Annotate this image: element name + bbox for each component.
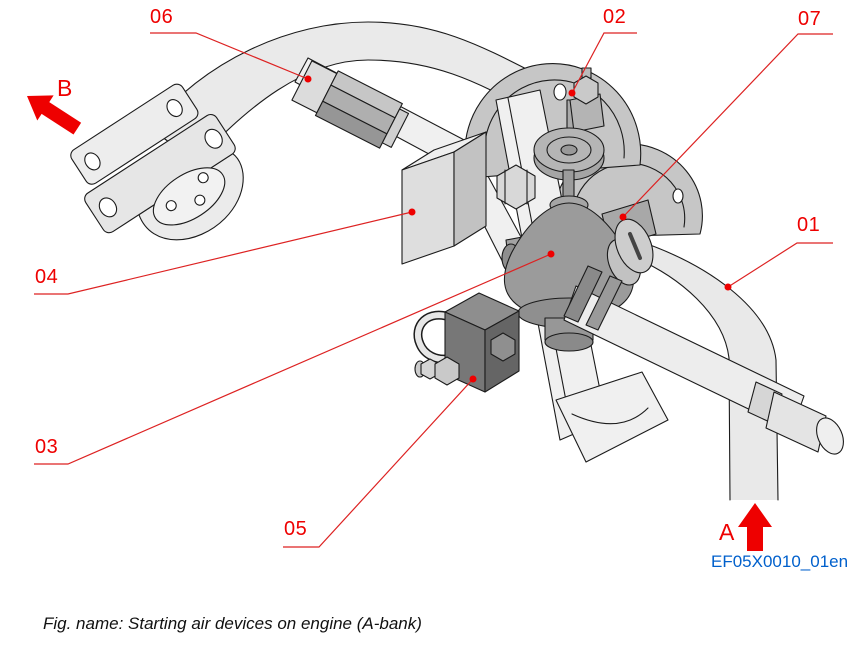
flame-arrestor-04-drawing (401, 131, 487, 265)
callout-leader-lines (34, 32, 833, 548)
drawing-code-label: EF05X0010_01en (711, 552, 849, 571)
callout-05-label: 05 (284, 518, 308, 540)
hex-nut-drawing (496, 164, 536, 210)
callout-02-label: 02 (603, 6, 627, 28)
view-arrow-b-icon (27, 95, 82, 135)
callout-06-label: 06 (150, 6, 174, 28)
figure-caption: Fig. name: Starting air devices on engin… (43, 614, 422, 633)
callout-03-label: 03 (35, 436, 59, 458)
pipe-nozzle-drawing (747, 381, 844, 455)
callout-04-label: 04 (35, 266, 59, 288)
callout-dots (304, 75, 732, 383)
pipe-union-06-drawing (291, 60, 410, 149)
solenoid-block-05-drawing (413, 292, 520, 393)
view-label-a: A (719, 519, 735, 545)
flange-connection-b-drawing (70, 83, 244, 241)
view-label-b: B (57, 75, 73, 101)
callout-07-label: 07 (798, 8, 822, 30)
view-arrow-a-icon (738, 503, 772, 551)
callout-01-label: 01 (797, 214, 821, 236)
